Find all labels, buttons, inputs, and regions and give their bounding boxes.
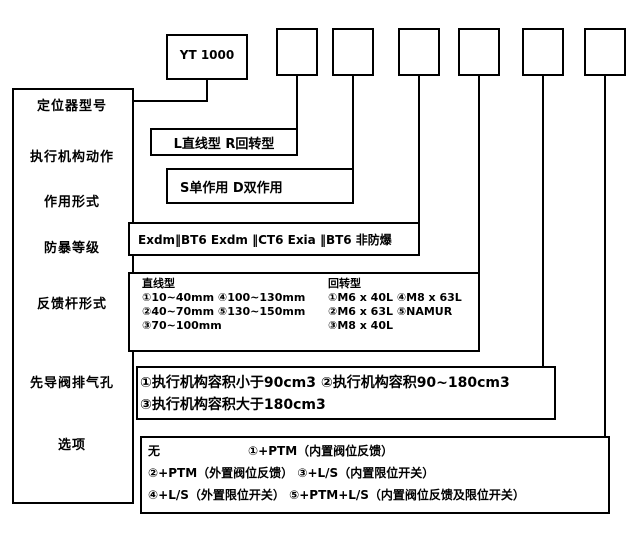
feedback-linear-1: ①10~40mm ④100~130mm: [142, 291, 306, 304]
connector-slot-5: [542, 76, 544, 366]
feedback-rotary-title: 回转型: [328, 277, 361, 290]
feedback-linear-2: ②40~70mm ⑤130~150mm: [142, 305, 306, 318]
options-line-2: ②+PTM（外置阀位反馈） ③+L/S（内置限位开关）: [148, 466, 435, 480]
options-box: [140, 436, 610, 514]
feedback-box: [128, 272, 480, 352]
row-label-feedback: 反馈杆形式: [36, 297, 107, 312]
row-label-explosion: 防暴等级: [43, 241, 100, 256]
connector-slot-2: [352, 76, 354, 168]
row-label-options: 选项: [57, 438, 86, 453]
explosion-text: Exdm‖BT6 Exdm ‖CT6 Exia ‖BT6 非防爆: [138, 233, 392, 247]
code-slot-6[interactable]: [584, 28, 626, 76]
feedback-linear-3: ③70~100mm: [142, 319, 222, 332]
action-box: [150, 128, 298, 156]
code-slot-2[interactable]: [332, 28, 374, 76]
model-connector-h: [134, 100, 208, 102]
connector-slot-4: [478, 76, 480, 272]
model-code-box: [166, 34, 248, 80]
options-line-3: ④+L/S（外置限位开关） ⑤+PTM+L/S（内置阀位反馈及限位开关）: [148, 488, 525, 502]
action-text: L直线型 R回转型: [173, 137, 275, 152]
options-line-1: ①+PTM（内置阀位反馈）: [248, 444, 394, 458]
explosion-box: [128, 222, 420, 256]
row-label-exhaust: 先导阀排气孔: [29, 376, 114, 391]
model-connector-v: [206, 80, 208, 102]
code-slot-5[interactable]: [522, 28, 564, 76]
row-label-form: 作用形式: [43, 195, 100, 210]
code-slot-3[interactable]: [398, 28, 440, 76]
form-text: S单作用 D双作用: [180, 181, 283, 196]
row-label-action: 执行机构动作: [29, 150, 114, 165]
code-slot-4[interactable]: [458, 28, 500, 76]
connector-slot-1: [296, 76, 298, 128]
exhaust-line-2: ③执行机构容积大于180cm3: [140, 397, 326, 413]
options-none: 无: [148, 444, 161, 458]
feedback-rotary-3: ③M8 x 40L: [328, 319, 393, 332]
model-code: YT 1000: [179, 48, 235, 62]
row-label-model: 定位器型号: [36, 99, 107, 114]
connector-slot-3: [418, 76, 420, 222]
feedback-rotary-1: ①M6 x 40L ④M8 x 63L: [328, 291, 462, 304]
form-box: [166, 168, 354, 204]
feedback-rotary-2: ②M6 x 63L ⑤NAMUR: [328, 305, 453, 318]
code-slot-1[interactable]: [276, 28, 318, 76]
connector-slot-6: [604, 76, 606, 438]
feedback-linear-title: 直线型: [142, 277, 175, 290]
label-column: [12, 88, 134, 504]
exhaust-line-1: ①执行机构容积小于90cm3 ②执行机构容积90~180cm3: [140, 375, 510, 391]
exhaust-box: [136, 366, 556, 420]
